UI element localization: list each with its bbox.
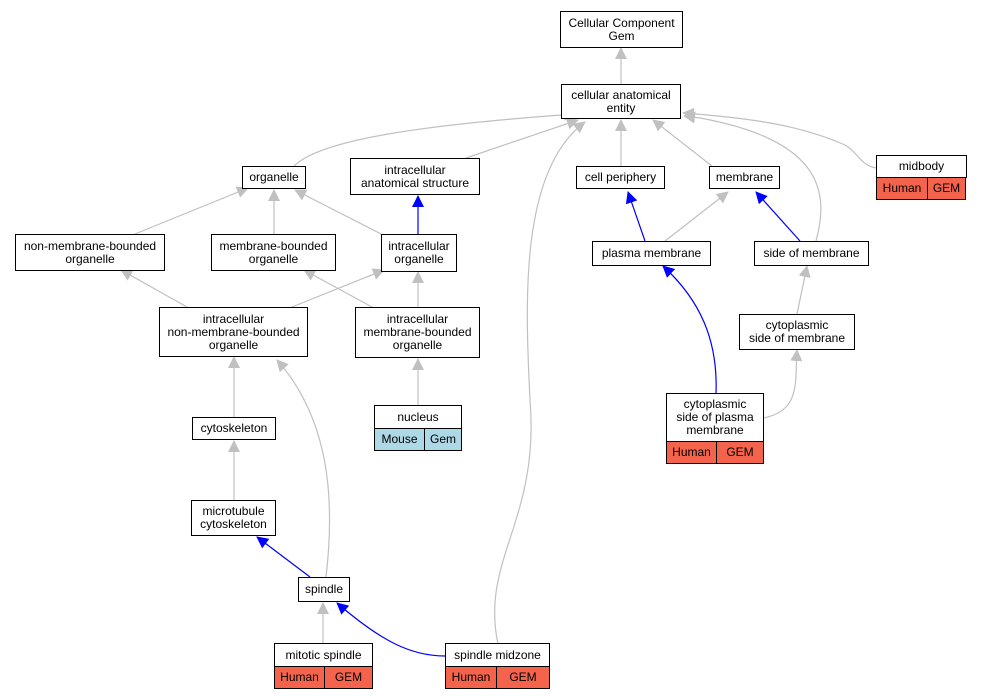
mitotic-spindle-tags: Human GEM bbox=[274, 666, 373, 689]
edge-nmbo-to-organelle bbox=[134, 186, 249, 235]
midbody-tags: Human GEM bbox=[876, 177, 967, 200]
node-intracellular-membrane-bounded-organelle[interactable]: intracellular membrane-bounded organelle bbox=[355, 307, 480, 358]
spindle-midzone-tags: Human GEM bbox=[445, 666, 550, 689]
tag-gem[interactable]: Gem bbox=[424, 428, 462, 451]
node-side-of-membrane[interactable]: side of membrane bbox=[754, 241, 869, 266]
node-spindle-midzone[interactable]: spindle midzone bbox=[445, 643, 550, 667]
edge-organelle-to-cae bbox=[293, 108, 576, 167]
edge-cspm-to-pm bbox=[662, 265, 717, 394]
node-membrane[interactable]: membrane bbox=[709, 166, 780, 189]
node-intracellular-organelle[interactable]: intracellular organelle bbox=[381, 234, 457, 272]
node-cell-periphery[interactable]: cell periphery bbox=[576, 166, 665, 189]
tag-gem[interactable]: GEM bbox=[927, 177, 966, 200]
edge-ias-to-cae bbox=[465, 117, 579, 159]
edge-spindle-to-inmbo bbox=[276, 359, 331, 578]
tag-human[interactable]: Human bbox=[445, 666, 497, 689]
node-organelle[interactable]: organelle bbox=[242, 166, 306, 189]
node-membrane-bounded-organelle[interactable]: membrane-bounded organelle bbox=[211, 234, 336, 271]
node-plasma-membrane[interactable]: plasma membrane bbox=[592, 241, 711, 266]
edge-som-to-membrane bbox=[755, 191, 801, 242]
edge-pm-to-membrane bbox=[664, 191, 729, 242]
node-cellular-component-gem[interactable]: Cellular Component Gem bbox=[560, 11, 683, 48]
node-spindle[interactable]: spindle bbox=[298, 577, 350, 602]
edge-sideofmembrane-to-cae bbox=[683, 111, 822, 242]
edge-midbody-to-cae bbox=[682, 107, 877, 169]
node-nucleus[interactable]: nucleus bbox=[374, 405, 462, 429]
edge-cspm-to-csom bbox=[763, 349, 803, 419]
tag-gem[interactable]: GEM bbox=[496, 666, 550, 689]
node-intracellular-non-membrane-bounded-organelle[interactable]: intracellular non-membrane-bounded organ… bbox=[159, 307, 308, 357]
tag-gem[interactable]: GEM bbox=[324, 666, 373, 689]
edge-spindle-to-mtc bbox=[256, 536, 311, 578]
edge-midzone-to-spindle bbox=[336, 602, 446, 657]
edge-membrane-to-cae bbox=[652, 119, 713, 167]
tag-human[interactable]: Human bbox=[274, 666, 325, 689]
node-non-membrane-bounded-organelle[interactable]: non-membrane-bounded organelle bbox=[15, 234, 165, 271]
node-midbody[interactable]: midbody bbox=[876, 155, 967, 178]
node-mitotic-spindle[interactable]: mitotic spindle bbox=[274, 643, 373, 667]
edge-midzone-to-cae bbox=[494, 121, 586, 645]
tag-human[interactable]: Human bbox=[876, 177, 928, 200]
nucleus-tags: Mouse Gem bbox=[374, 428, 462, 451]
edge-pm-to-cellperiphery bbox=[625, 191, 646, 242]
node-cytoplasmic-side-of-membrane[interactable]: cytoplasmic side of membrane bbox=[739, 314, 855, 350]
edge-io-to-organelle bbox=[294, 189, 386, 237]
edge-imbo-to-mbo bbox=[303, 269, 373, 308]
cspm-tags: Human GEM bbox=[666, 441, 764, 464]
edge-csom-to-som bbox=[796, 265, 811, 315]
tag-human[interactable]: Human bbox=[666, 441, 717, 464]
edge-inmbo-to-nmbo bbox=[120, 269, 188, 308]
node-intracellular-anatomical-structure[interactable]: intracellular anatomical structure bbox=[350, 158, 480, 195]
node-microtubule-cytoskeleton[interactable]: microtubule cytoskeleton bbox=[191, 500, 276, 536]
node-cytoplasmic-side-of-plasma-membrane[interactable]: cytoplasmic side of plasma membrane bbox=[666, 393, 764, 442]
node-cellular-anatomical-entity[interactable]: cellular anatomical entity bbox=[561, 84, 681, 119]
node-cytoskeleton[interactable]: cytoskeleton bbox=[192, 417, 276, 440]
tag-mouse[interactable]: Mouse bbox=[374, 428, 425, 451]
tag-gem[interactable]: GEM bbox=[716, 441, 764, 464]
